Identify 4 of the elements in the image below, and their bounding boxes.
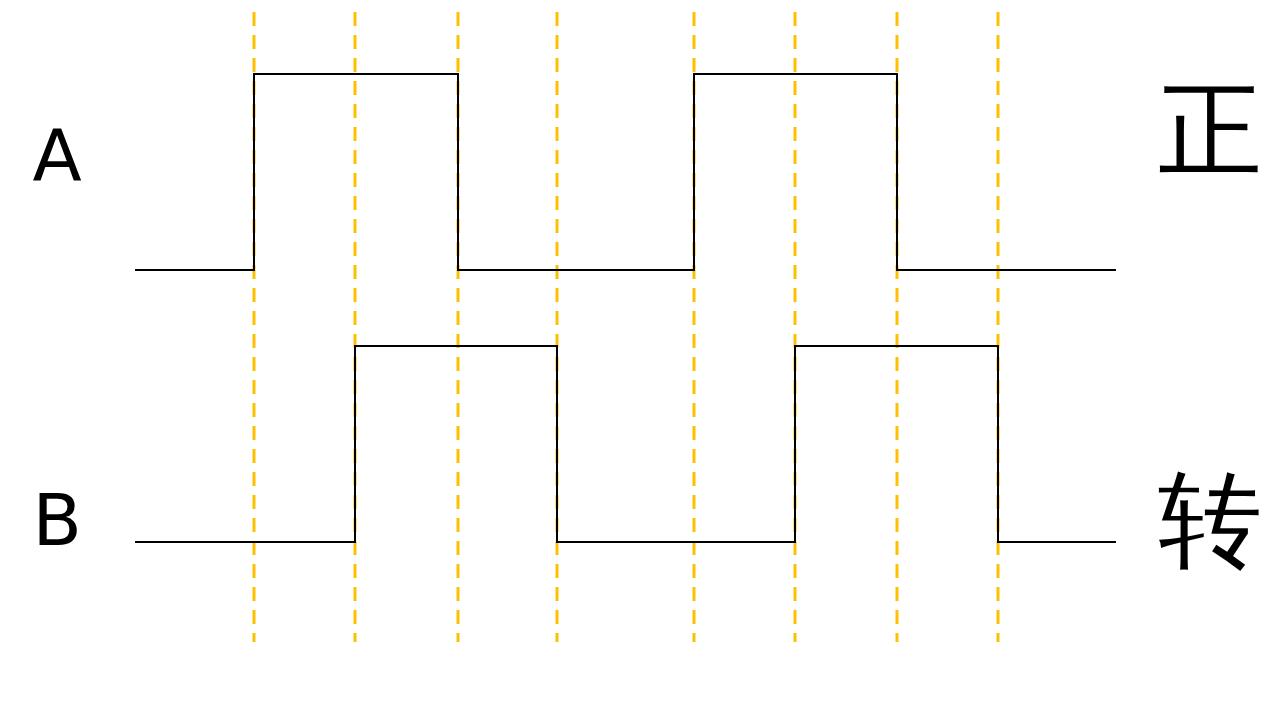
direction-label: 正 [1158, 78, 1262, 182]
direction-label: 转 [1158, 468, 1262, 572]
signal-label: A [32, 119, 82, 191]
signal-label: B [32, 484, 82, 556]
